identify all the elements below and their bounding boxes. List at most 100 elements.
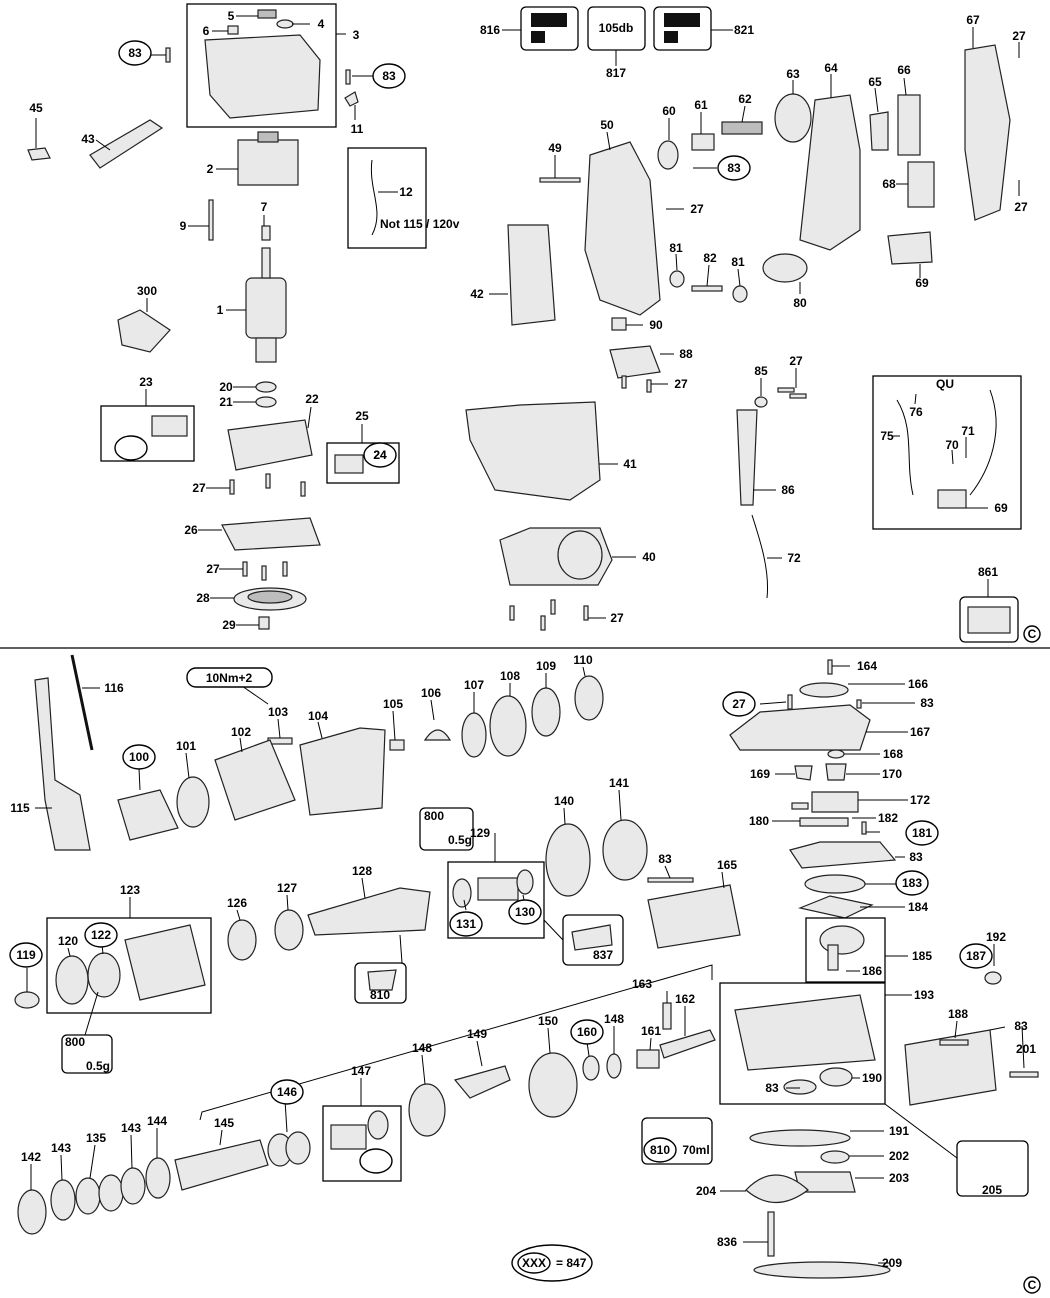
- part-label: 67: [966, 13, 980, 27]
- part-label: 167: [910, 725, 930, 739]
- part-label: 6: [203, 24, 210, 38]
- part-label: 127: [277, 881, 297, 895]
- part-label: 204: [696, 1184, 716, 1198]
- part-label: 106: [421, 686, 441, 700]
- part-label: 83: [765, 1081, 779, 1095]
- part-label: 187: [966, 949, 986, 963]
- part-label: 45: [29, 101, 43, 115]
- part-label: 71: [961, 424, 975, 438]
- bottom-part-shapes: [14, 654, 1039, 1279]
- part-label: 83: [658, 852, 672, 866]
- part-label: 180: [749, 814, 769, 828]
- part-label: 181: [912, 826, 932, 840]
- part-label: 185: [912, 949, 932, 963]
- part-label: 184: [908, 900, 928, 914]
- part-label: 105db: [599, 21, 634, 35]
- part-label: 191: [889, 1124, 909, 1138]
- top-part-shapes: [27, 3, 1022, 643]
- part-label: 24: [373, 448, 387, 462]
- part-label: 836: [717, 1235, 737, 1249]
- part-label: 168: [883, 747, 903, 761]
- part-label: 140: [554, 794, 574, 808]
- part-label: 183: [902, 876, 922, 890]
- part-label: 170: [882, 767, 902, 781]
- part-label: 12: [399, 185, 413, 199]
- part-label: 24: [373, 448, 387, 462]
- part-label: 186: [862, 964, 882, 978]
- part-label: 861: [978, 565, 998, 579]
- part-label: 69: [915, 276, 929, 290]
- part-label: 143: [51, 1141, 71, 1155]
- part-label: 101: [176, 739, 196, 753]
- part-label: 148: [604, 1012, 624, 1026]
- part-label: 205: [982, 1183, 1002, 1197]
- part-label: 109: [536, 659, 556, 673]
- part-label: 4: [318, 17, 325, 31]
- part-label: 817: [606, 66, 626, 80]
- part-label: 172: [910, 793, 930, 807]
- part-label: 68: [882, 177, 896, 191]
- part-label: 131: [456, 917, 476, 931]
- part-label: 837: [593, 948, 613, 962]
- part-label: 144: [147, 1114, 167, 1128]
- part-label: 7: [261, 200, 268, 214]
- part-label: 163: [632, 977, 652, 991]
- part-label: 810: [370, 988, 390, 1002]
- part-label: 27: [732, 697, 746, 711]
- part-label: 83: [909, 850, 923, 864]
- part-label: 107: [464, 678, 484, 692]
- part-label: 60: [662, 104, 676, 118]
- part-label: 129: [470, 826, 490, 840]
- bottom-leaders: [26, 665, 1025, 1264]
- part-label: = 847: [556, 1256, 587, 1270]
- part-label: 25: [355, 409, 369, 423]
- part-label: 161: [641, 1024, 661, 1038]
- part-label: 119: [16, 948, 36, 962]
- part-label: 800: [65, 1035, 85, 1049]
- part-label: 90: [649, 318, 663, 332]
- part-label: 1: [217, 303, 224, 317]
- part-label: 150: [538, 1014, 558, 1028]
- part-label: 0.5g: [86, 1059, 110, 1073]
- part-label: 27: [1014, 200, 1028, 214]
- part-label: 22: [305, 392, 319, 406]
- part-label: 61: [694, 98, 708, 112]
- part-label: 82: [703, 251, 717, 265]
- part-label: 142: [21, 1150, 41, 1164]
- part-label: 135: [86, 1131, 106, 1145]
- part-label: 146: [277, 1085, 297, 1099]
- part-label: 141: [609, 776, 629, 790]
- part-label: C: [1028, 1278, 1037, 1292]
- part-label: 70ml: [682, 1143, 709, 1157]
- part-label: 821: [734, 23, 754, 37]
- part-label: 148: [412, 1041, 432, 1055]
- part-label: 300: [137, 284, 157, 298]
- part-label: 202: [889, 1149, 909, 1163]
- part-label: 203: [889, 1171, 909, 1185]
- part-label: 83: [382, 69, 396, 83]
- part-label: 164: [857, 659, 877, 673]
- part-label: 62: [738, 92, 752, 106]
- part-label: 49: [548, 141, 562, 155]
- part-label: 83: [128, 46, 142, 60]
- part-label: 83: [920, 696, 934, 710]
- part-label: 190: [862, 1071, 882, 1085]
- part-label: 42: [470, 287, 484, 301]
- part-label: QU: [936, 377, 954, 391]
- part-label: 88: [679, 347, 693, 361]
- part-label: 122: [91, 928, 111, 942]
- part-label: Not 115 / 120v: [380, 217, 460, 231]
- part-label: 29: [222, 618, 236, 632]
- part-label: 120: [58, 934, 78, 948]
- part-label: 147: [351, 1064, 371, 1078]
- part-label: 128: [352, 864, 372, 878]
- part-label: 23: [139, 375, 153, 389]
- part-label: 188: [948, 1007, 968, 1021]
- part-label: C: [1028, 627, 1037, 641]
- part-label: 27: [690, 202, 704, 216]
- part-label: 800: [424, 809, 444, 823]
- part-label: 3: [353, 28, 360, 42]
- part-label: 5: [228, 9, 235, 23]
